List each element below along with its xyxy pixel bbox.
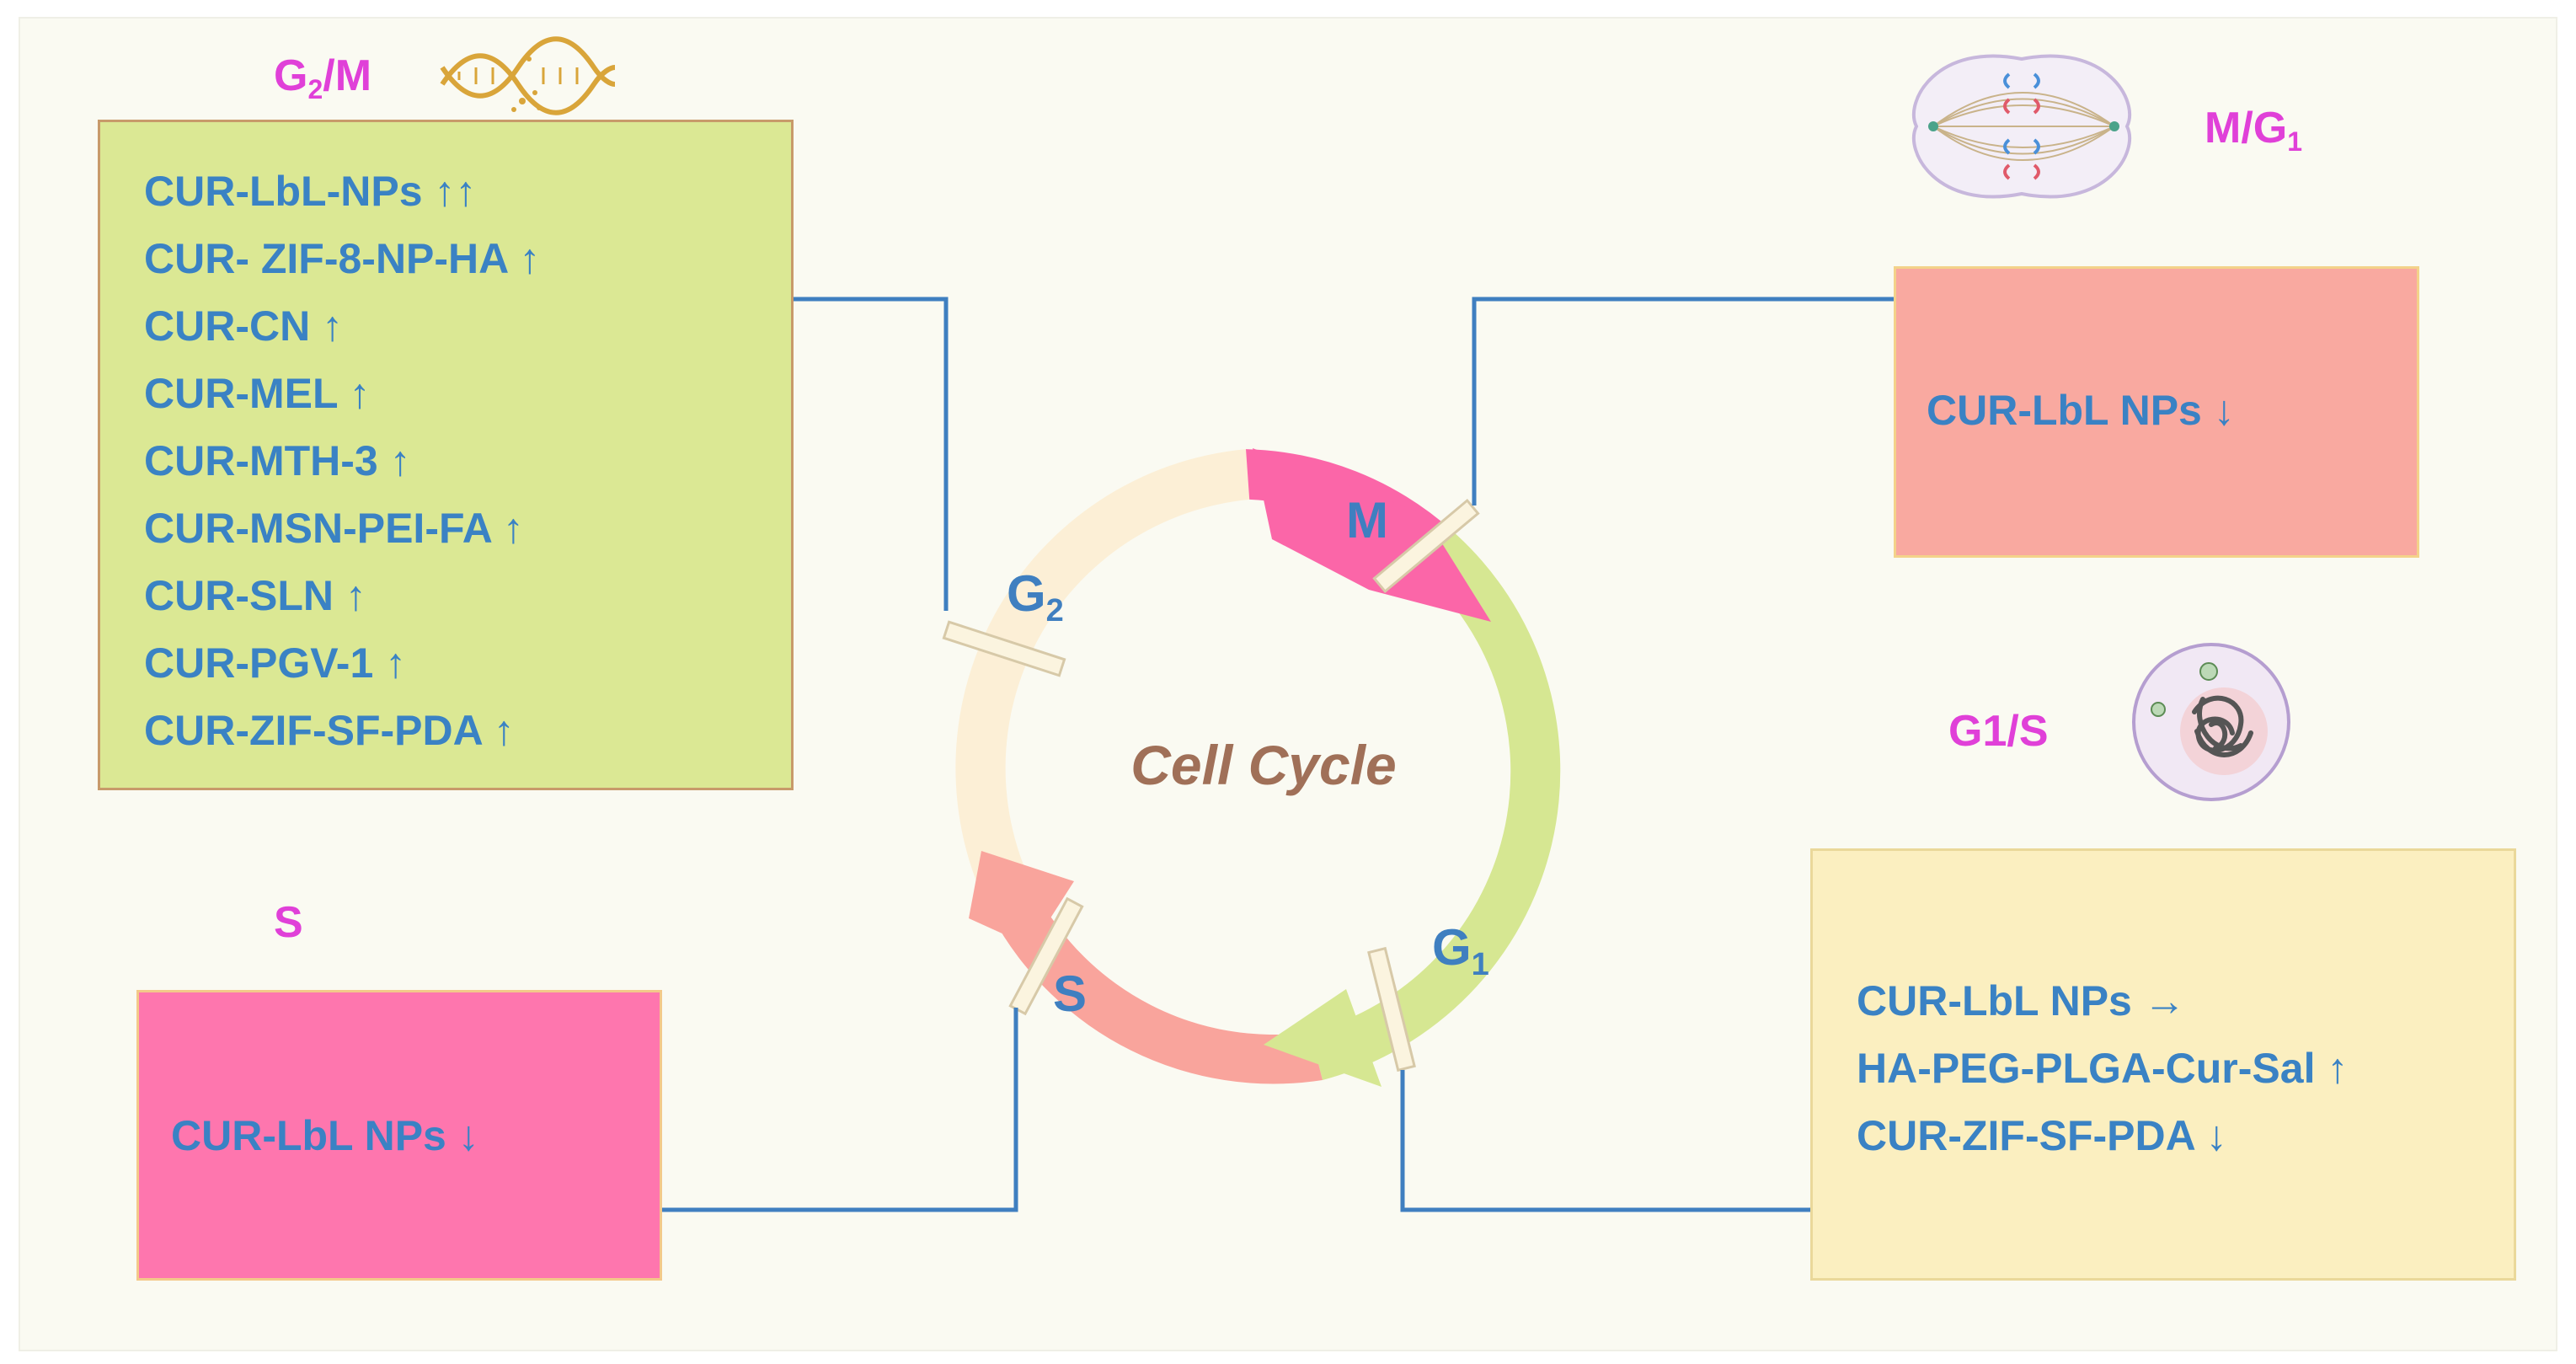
ring-arrowhead-m <box>1253 448 1491 622</box>
segment-label-m: M <box>1346 492 1388 548</box>
list-item: CUR-MEL ↑ <box>144 370 371 417</box>
ring-segment-g1 <box>1310 530 1561 1080</box>
list-item: CUR-PGV-1 ↑ <box>144 639 407 687</box>
connector-g2m <box>735 297 949 611</box>
g2m-list: CUR-LbL-NPs ↑↑ CUR- ZIF-8-NP-HA ↑ CUR-CN… <box>144 158 540 764</box>
checkpoint-bar-m <box>1372 498 1480 594</box>
list-item: CUR-LbL-NPs ↑↑ <box>144 168 477 215</box>
s-list: CUR-LbL NPs ↓ <box>171 1102 479 1169</box>
list-item: CUR-LbL NPs ↓ <box>1927 387 2235 434</box>
list-item: CUR-ZIF-SF-PDA ↓ <box>1857 1112 2227 1159</box>
g1s-list: CUR-LbL NPs → HA-PEG-PLGA-Cur-Sal ↑ CUR-… <box>1857 967 2348 1169</box>
checkpoint-bar-g2 <box>942 620 1066 677</box>
list-item: CUR-CN ↑ <box>144 302 344 350</box>
connector-mg1 <box>1472 297 1936 505</box>
segment-label-s: S <box>1053 965 1088 1022</box>
list-item: CUR-LbL NPs → <box>1857 977 2186 1024</box>
phase-title-g2m: G2/M <box>274 51 372 104</box>
g2m-box: CUR-LbL-NPs ↑↑ CUR- ZIF-8-NP-HA ↑ CUR-CN… <box>98 120 794 790</box>
ring-arrowhead-g1 <box>1264 989 1382 1087</box>
list-item: CUR-ZIF-SF-PDA ↑ <box>144 707 515 754</box>
list-item: HA-PEG-PLGA-Cur-Sal ↑ <box>1857 1045 2349 1092</box>
s-box: CUR-LbL NPs ↓ <box>136 990 662 1281</box>
cell-cycle-title: Cell Cycle <box>1130 734 1397 796</box>
checkpoint-bar-g1 <box>1367 946 1416 1072</box>
mg1-box: CUR-LbL NPs ↓ <box>1894 266 2419 558</box>
list-item: CUR-MSN-PEI-FA ↑ <box>144 505 524 552</box>
g1s-box: CUR-LbL NPs → HA-PEG-PLGA-Cur-Sal ↑ CUR-… <box>1810 848 2516 1281</box>
cell-nucleus-icon <box>2132 643 2290 801</box>
segment-label-g1: G1 <box>1432 919 1489 982</box>
segment-label-g2: G2 <box>1007 565 1064 629</box>
list-item: CUR-LbL NPs ↓ <box>171 1112 479 1159</box>
dna-icon <box>440 36 616 115</box>
list-item: CUR-SLN ↑ <box>144 572 366 619</box>
ring-segment-s <box>991 891 1323 1084</box>
connector-g1s <box>1400 1070 1857 1212</box>
mg1-list: CUR-LbL NPs ↓ <box>1927 377 2235 444</box>
mitotic-spindle-icon <box>1911 54 2132 199</box>
phase-title-g1s: G1/S <box>1948 707 2049 756</box>
phase-title-s: S <box>274 898 303 947</box>
cell-cycle-ring <box>942 448 1561 1087</box>
connector-s <box>647 1008 1018 1212</box>
list-item: CUR- ZIF-8-NP-HA ↑ <box>144 235 541 282</box>
phase-title-mg1: M/G1 <box>2205 104 2303 157</box>
ring-segment-g2 <box>955 449 1250 916</box>
list-item: CUR-MTH-3 ↑ <box>144 437 411 484</box>
ring-arrowhead-s <box>969 851 1074 947</box>
